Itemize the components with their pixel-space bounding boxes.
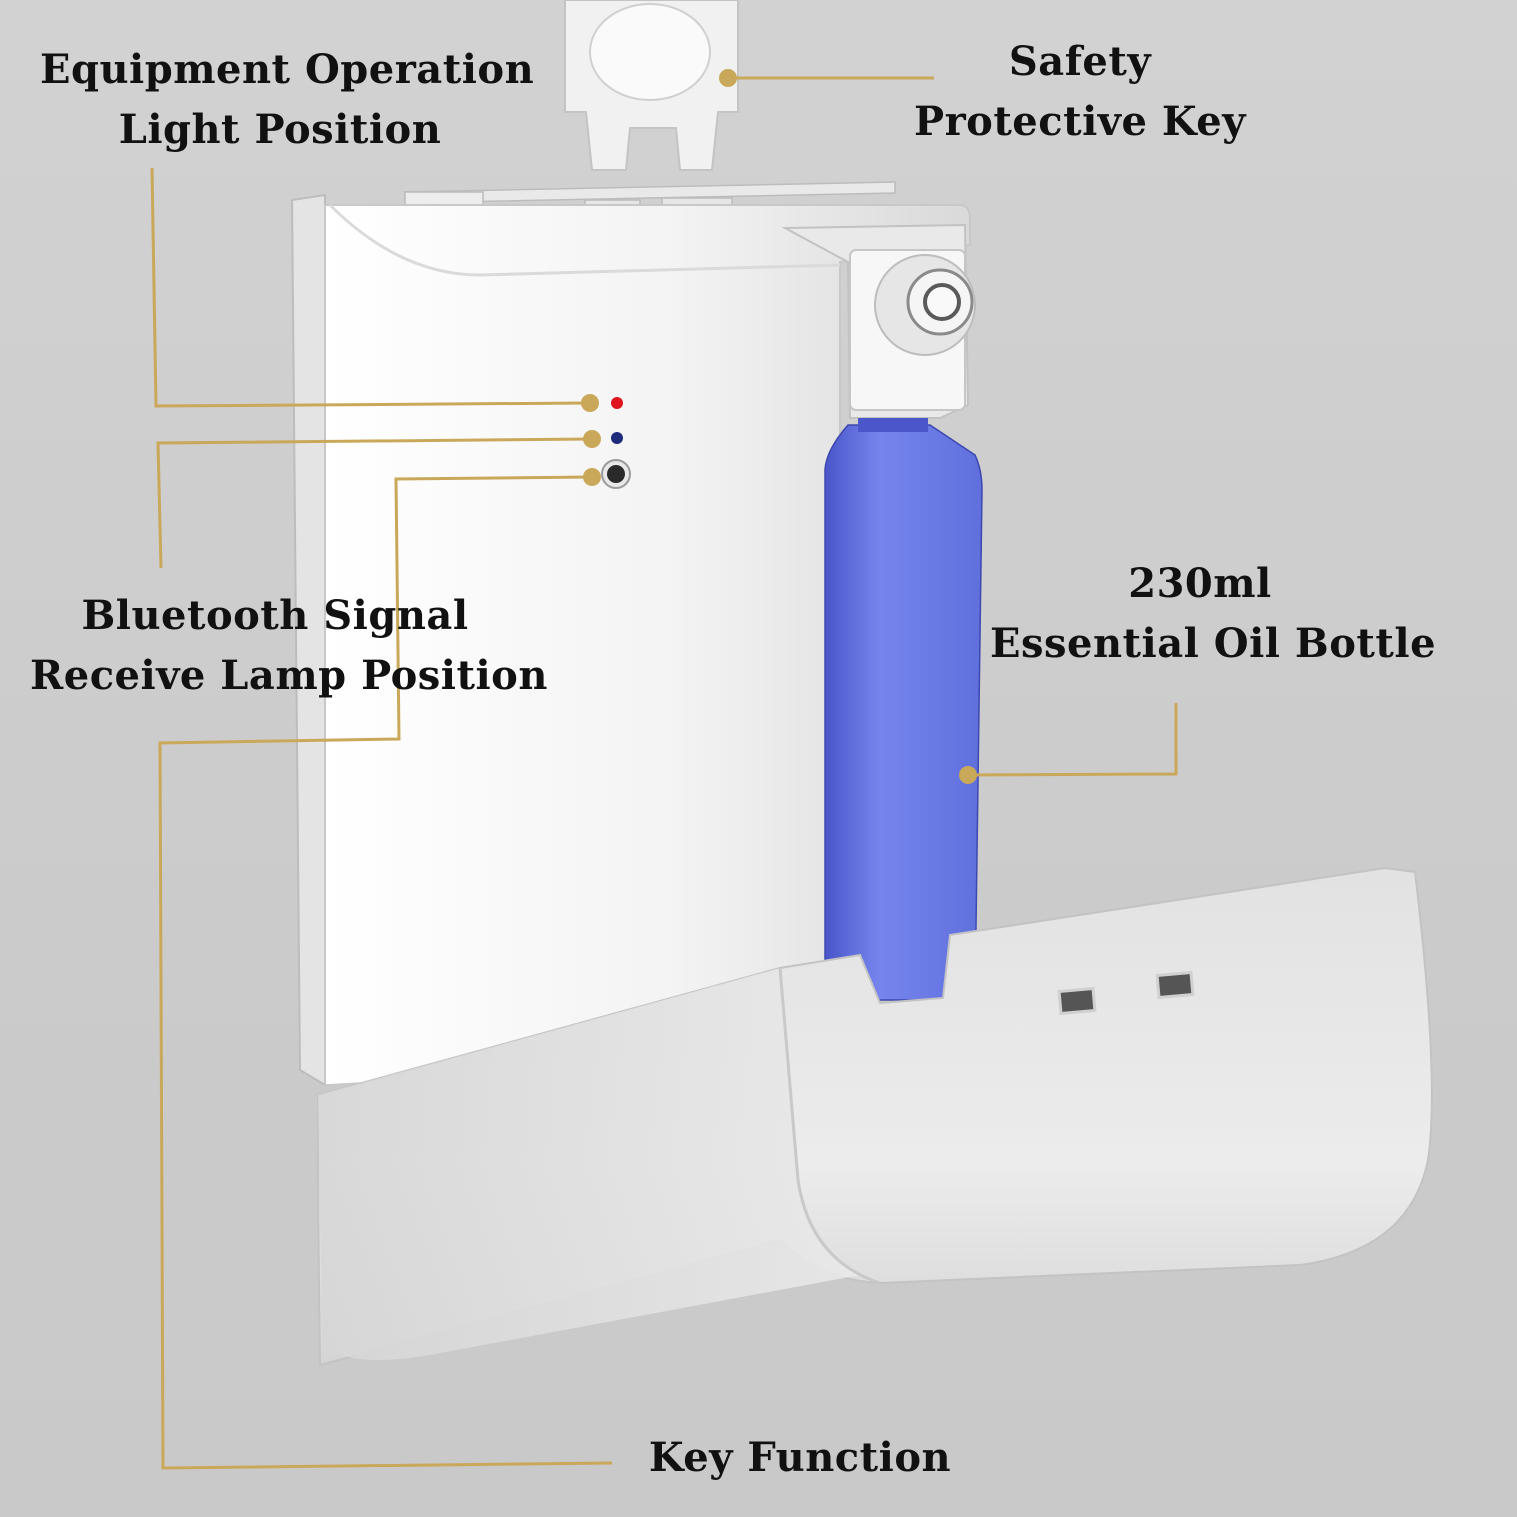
- indicator-light-red: [611, 397, 623, 409]
- label-line: Safety: [1008, 38, 1152, 85]
- label-line: Light Position: [118, 106, 442, 153]
- function-key-button: [601, 459, 631, 489]
- leader-dots: [581, 69, 977, 784]
- label-bluetooth: Bluetooth Signal Receive Lamp Position: [30, 586, 548, 706]
- label-line: 230ml: [1128, 560, 1272, 607]
- leader-bluetooth: [156, 437, 593, 569]
- leader-key-function: [158, 475, 613, 1470]
- label-safety-key: Safety Protective Key: [910, 32, 1250, 152]
- label-line: Essential Oil Bottle: [990, 620, 1437, 667]
- safety-protective-key: [564, 0, 739, 171]
- label-line: Equipment Operation: [40, 46, 535, 93]
- label-line: Bluetooth Signal: [81, 592, 469, 639]
- essential-oil-bottle: [824, 418, 983, 1001]
- leader-lines: [150, 76, 1178, 1470]
- label-equipment-operation: Equipment Operation Light Position: [40, 40, 535, 160]
- label-line: Protective Key: [914, 98, 1246, 145]
- front-cover: [316, 866, 1433, 1367]
- indicator-light-blue: [611, 432, 623, 444]
- spray-nozzle: [781, 223, 976, 419]
- label-oil-bottle: 230ml Essential Oil Bottle: [990, 554, 1437, 674]
- label-line: Key Function: [648, 1434, 952, 1481]
- label-line: Receive Lamp Position: [30, 652, 548, 699]
- leader-equipment-operation: [150, 167, 591, 408]
- leader-oil-bottle: [967, 703, 1178, 777]
- label-key-function: Key Function: [640, 1428, 960, 1488]
